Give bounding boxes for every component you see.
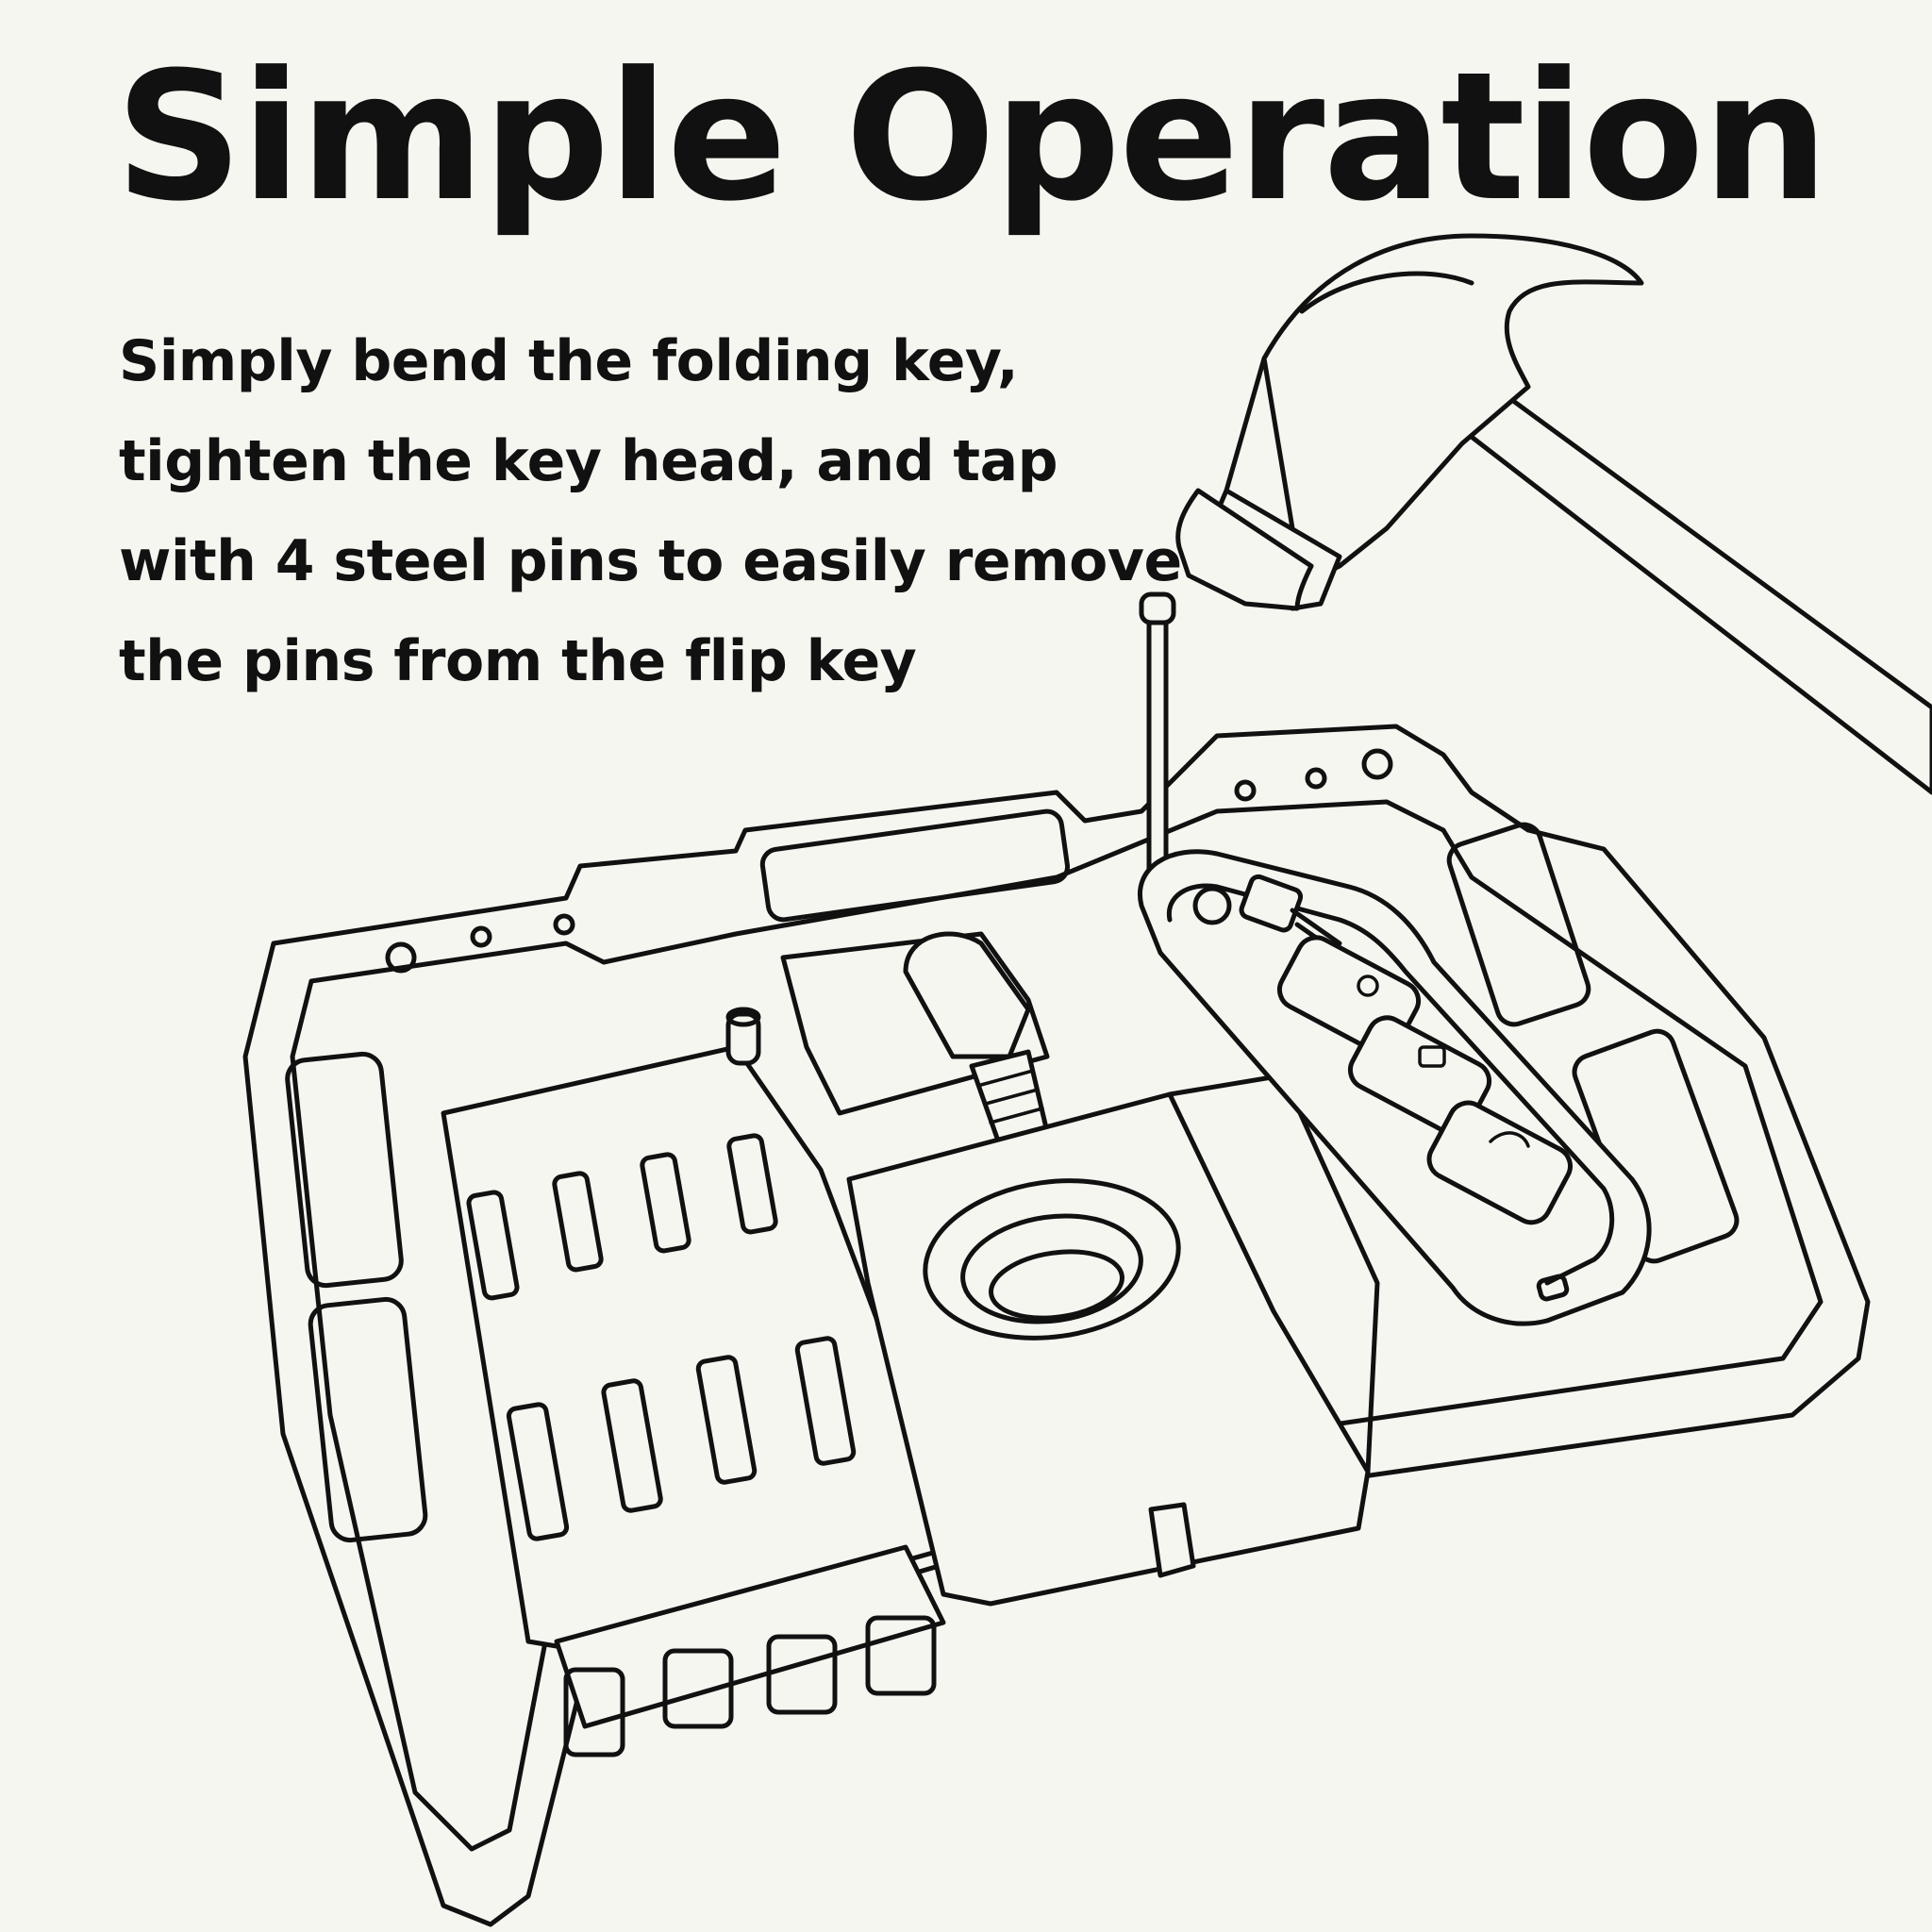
description-line: Simply bend the folding key, (119, 328, 1019, 394)
description-line: with 4 steel pins to easily remove (119, 528, 1182, 594)
description-line: the pins from the flip key (119, 628, 917, 694)
description-line: tighten the key head, and tap (119, 428, 1058, 494)
flip-key-fob-icon (1138, 849, 1652, 1326)
steel-pin-icon (1139, 591, 1176, 899)
page-title: Simple Operation (115, 34, 1828, 241)
key-pin-removal-tool-icon (242, 724, 1871, 1927)
hammer-icon (1175, 233, 1932, 795)
description-text: Simply bend the folding key, tighten the… (119, 311, 1182, 711)
